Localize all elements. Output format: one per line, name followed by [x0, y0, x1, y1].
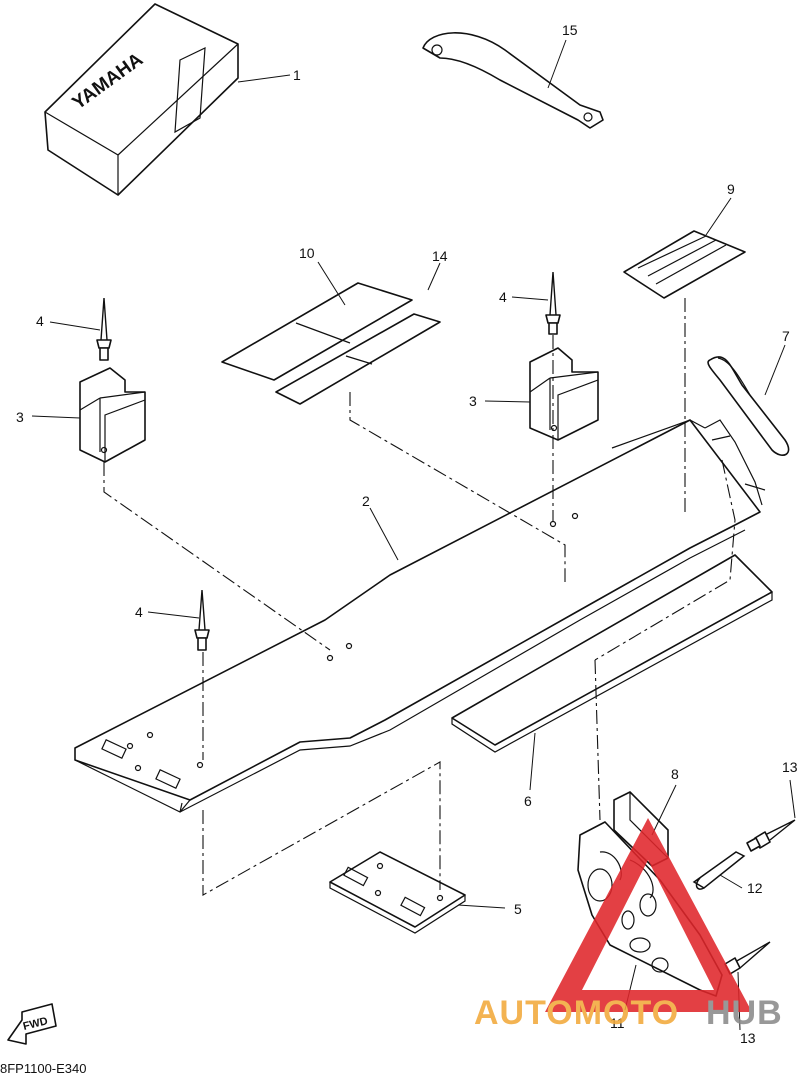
hook-part-7: [707, 356, 790, 456]
callout-15: 15: [562, 22, 578, 38]
pad-part-9: [623, 230, 746, 299]
callout-5: 5: [514, 901, 522, 917]
callout-7: 7: [782, 328, 790, 344]
watermark-text-2: HUB: [706, 994, 783, 1032]
callout-12: 12: [747, 880, 763, 896]
callout-13-lower: 13: [740, 1030, 756, 1046]
callout-4-right: 4: [499, 289, 507, 305]
rivet-part-4-lower: [194, 589, 210, 651]
callout-3-left: 3: [16, 409, 24, 425]
callout-1: 1: [293, 67, 301, 83]
diagram-code: 8FP1100-E340: [0, 1061, 87, 1076]
bracket-part-3-right: [529, 347, 599, 441]
cover-part-1: YAMAHA: [44, 3, 239, 196]
label-part-14: [275, 313, 441, 405]
watermark-text-1: AUTOMOTO: [474, 994, 679, 1032]
callout-11: 11: [610, 1015, 625, 1031]
rivet-part-13-upper: [746, 819, 796, 852]
callout-4-lower: 4: [135, 604, 143, 620]
label-part-10: [221, 282, 413, 381]
watermark-logo: AUTOMOTO HUB: [474, 818, 783, 1032]
fwd-arrow: FWD: [7, 1003, 57, 1045]
callout-14: 14: [432, 248, 448, 264]
callout-13-upper: 13: [782, 759, 798, 775]
callout-9: 9: [727, 181, 735, 197]
callout-4-left: 4: [36, 313, 44, 329]
alignment-lines: [103, 298, 736, 896]
rivet-part-13-lower: [724, 941, 771, 975]
leader-lines: [31, 39, 796, 1031]
spanner-part-15: [422, 32, 604, 129]
callout-8: 8: [671, 766, 679, 782]
rivet-part-4-left: [96, 297, 112, 361]
bracket-part-3-left: [79, 367, 146, 463]
callout-numbers: 1 2 3 3 4 4 4 5 6 7 8 9 10 11 12 13 13 1…: [16, 22, 798, 1046]
rivet-part-4-right: [545, 271, 561, 335]
fwd-label: FWD: [22, 1015, 49, 1033]
callout-3-right: 3: [469, 393, 477, 409]
callout-10: 10: [299, 245, 315, 261]
callout-6: 6: [524, 793, 532, 809]
callout-2: 2: [362, 493, 370, 509]
clip-part-12: [692, 851, 746, 890]
deck-plate-part-2: [74, 419, 766, 813]
plate-part-5: [329, 851, 466, 934]
